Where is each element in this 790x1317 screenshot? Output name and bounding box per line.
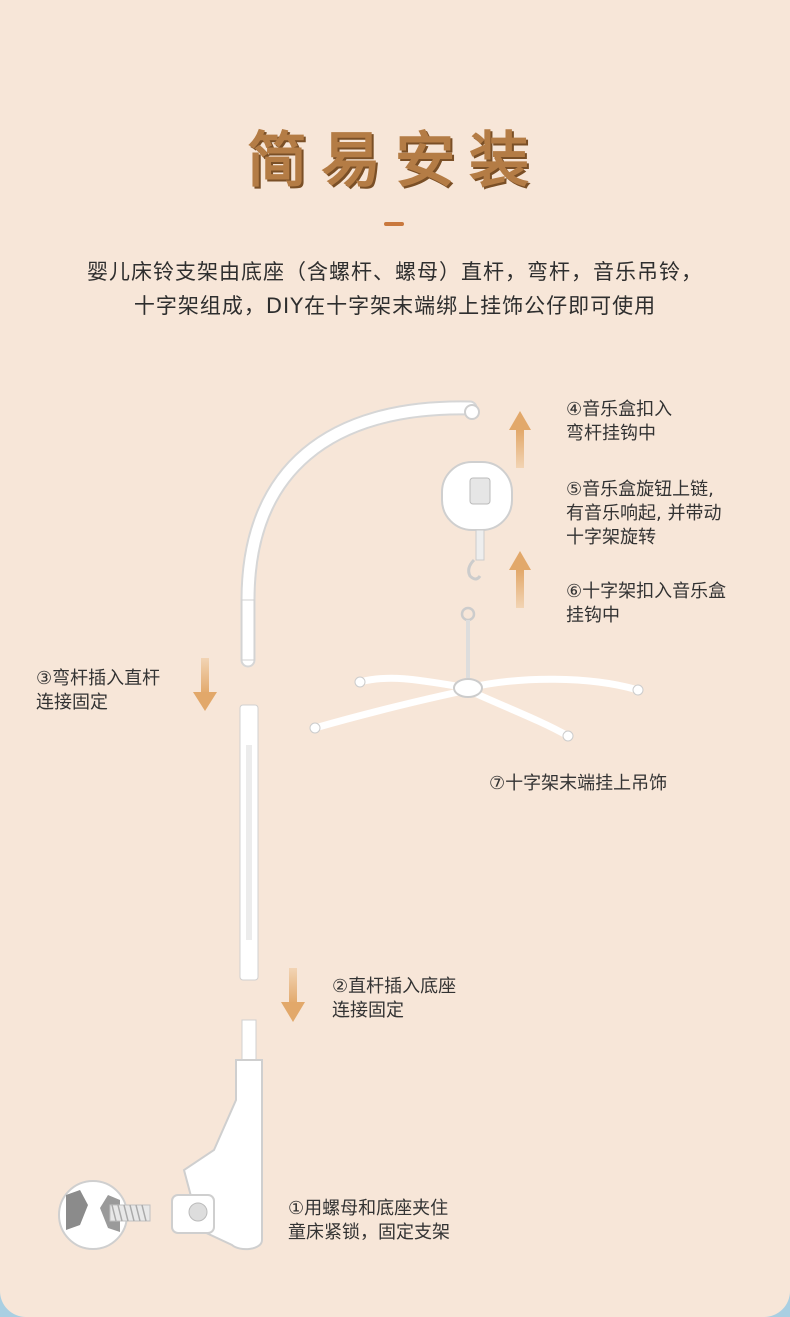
step-6-label: ⑥十字架扣入音乐盒 挂钩中: [566, 581, 727, 626]
step-3-label: ③弯杆插入直杆 连接固定: [36, 668, 161, 713]
step-5-label: ⑤音乐盒旋钮上链, 有音乐响起, 并带动 十字架旋转: [566, 479, 722, 548]
nut-and-screw: [58, 1180, 151, 1250]
step-1-label: ①用螺母和底座夹住 童床紧锁，固定支架: [288, 1198, 450, 1243]
arrow-icon: [193, 658, 217, 711]
page-title: 简易安装: [247, 126, 543, 196]
curved-arm: [240, 400, 480, 668]
description-line-2: 十字架组成，DIY在十字架末端绑上挂饰公仔即可使用: [133, 294, 657, 318]
step-2-label: ②直杆插入底座 连接固定: [332, 976, 457, 1021]
cross-frame: [309, 606, 644, 742]
base-clamp: [171, 1019, 263, 1251]
music-box: [441, 461, 513, 581]
title-divider: [384, 222, 404, 226]
step-7-label: ⑦十字架末端挂上吊饰: [489, 773, 668, 794]
straight-pole: [239, 704, 259, 981]
arrow-icon: [281, 968, 305, 1022]
step-4-label: ④音乐盒扣入 弯杆挂钩中: [566, 399, 673, 444]
arrow-icon: [509, 551, 531, 608]
description-line-1: 婴儿床铃支架由底座（含螺杆、螺母）直杆，弯杆，音乐吊铃，: [87, 260, 703, 284]
arrow-icon: [509, 411, 531, 468]
